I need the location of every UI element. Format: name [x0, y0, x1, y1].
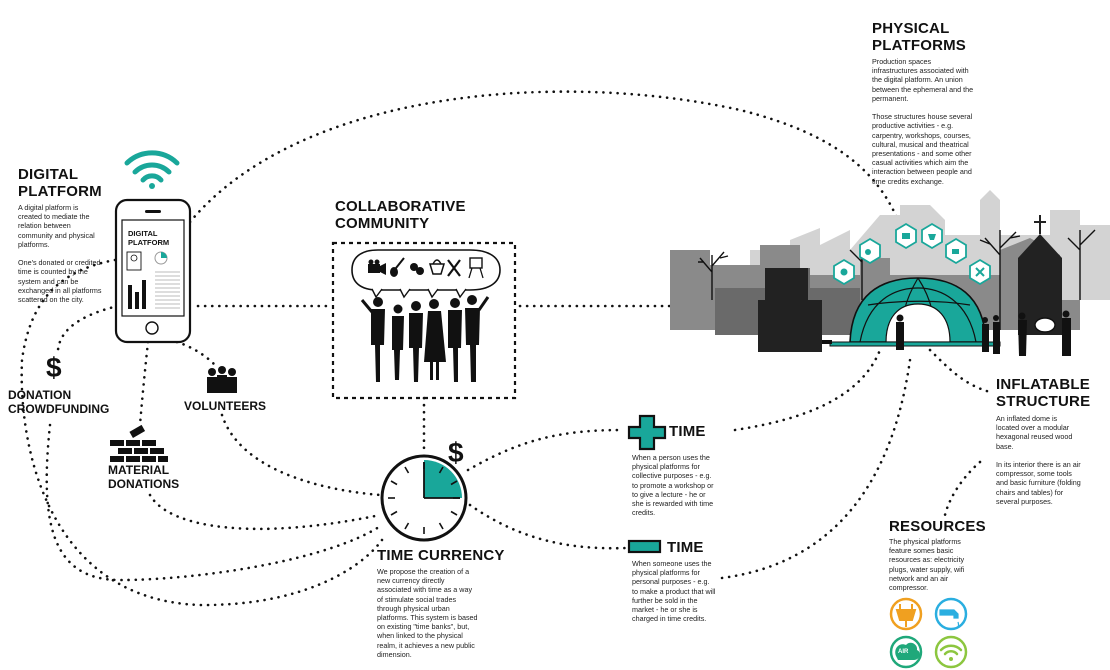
- collaborative-community-title: COLLABORATIVE COMMUNITY: [335, 198, 466, 232]
- profile-icon: [130, 254, 138, 262]
- hexagon-icon-glyphs: [840, 233, 985, 277]
- phone-speaker: [145, 210, 161, 213]
- connector-time-plus-to-dome: [733, 348, 882, 432]
- connector-clock-to-time-plus: [466, 428, 624, 472]
- inflatable-structure-title: INFLATABLE STRUCTURE: [996, 376, 1091, 410]
- wifi-arc-outer: [124, 150, 180, 166]
- phone-screen-title: DIGITAL PLATFORM: [128, 229, 170, 247]
- phone-illustration: [114, 150, 192, 344]
- connector-inflatable-to-resources: [943, 460, 982, 517]
- time-currency-title: TIME CURRENCY: [377, 547, 505, 564]
- time-minus-description: When someone uses the physical platforms…: [632, 559, 716, 624]
- theater-masks-icon: [410, 263, 424, 275]
- camera-icon: [368, 259, 386, 275]
- connector-donation-to-clock: [45, 423, 384, 582]
- phone-home-button: [145, 321, 159, 335]
- clock-teal-quadrant: [424, 460, 462, 498]
- easel-icon: [468, 257, 484, 279]
- connector-phone-to-material: [138, 340, 150, 427]
- physical-platforms-description: Production spaces infrastructures associ…: [872, 57, 974, 186]
- wifi-arc-middle: [132, 162, 172, 175]
- phone-profile-frame: [126, 251, 142, 271]
- digital-platform-title: DIGITAL PLATFORM: [18, 166, 102, 200]
- electricity-plug-icon: [889, 597, 923, 631]
- resources-title: RESOURCES: [889, 518, 986, 535]
- air-compressor-icon: [889, 635, 923, 669]
- connector-dome-to-inflatable: [928, 348, 992, 394]
- inflatable-dome: [829, 277, 1001, 347]
- time-currency-clock: [380, 454, 468, 542]
- connector-time-minus-to-dome: [720, 358, 912, 580]
- donation-dollar-icon: $: [46, 352, 62, 383]
- physical-platforms-title: PHYSICAL PLATFORMS: [872, 20, 967, 54]
- phone-bar-chart: [128, 280, 146, 309]
- resources-icons: [889, 597, 968, 669]
- volunteers-icon: [207, 366, 237, 393]
- connector-phone-to-donation: [56, 304, 120, 352]
- connector-outer-left-loop: [20, 258, 384, 607]
- inflatable-structure-description: An inflated dome is located over a modul…: [996, 414, 1081, 506]
- donation-crowdfunding-label: DONATION CROWDFUNDING: [8, 388, 110, 416]
- clock-dollar-sign: $: [448, 437, 464, 468]
- community-dashed-frame: [331, 241, 517, 400]
- connector-phone-to-dome-arc: [188, 90, 902, 227]
- basket-icon: [428, 259, 446, 275]
- church-building: [1018, 234, 1062, 335]
- air-icon-label: AIR: [898, 649, 909, 655]
- time-minus-icon: [627, 539, 662, 554]
- dome-people: [822, 310, 1071, 356]
- material-donations-label: MATERIAL DONATIONS: [108, 463, 180, 491]
- time-plus-description: When a person uses the physical platform…: [632, 453, 714, 518]
- connector-phone-to-volunteers: [168, 338, 217, 367]
- guitar-icon: [390, 257, 405, 277]
- hexagon-activity-icons: [833, 222, 991, 286]
- connector-clock-to-time-minus: [468, 503, 628, 550]
- digital-platform-description: A digital platform is created to mediate…: [18, 203, 102, 305]
- phone-text-lines: [155, 271, 180, 309]
- connector-volunteers-to-clock: [220, 413, 382, 497]
- wifi-resource-icon: [934, 635, 968, 669]
- phone-pie-slice: [161, 252, 167, 258]
- wifi-dot: [149, 183, 155, 189]
- time-currency-description: We propose the creation of a new currenc…: [377, 567, 478, 659]
- speech-bubble: [351, 249, 501, 299]
- connector-material-to-clock: [148, 493, 382, 531]
- water-supply-icon: [934, 597, 968, 631]
- resources-description: The physical platforms feature somes bas…: [889, 537, 965, 593]
- tools-icon: [447, 259, 461, 277]
- time-minus-title: TIME: [667, 539, 704, 556]
- volunteers-label: VOLUNTEERS: [184, 399, 267, 413]
- time-plus-icon: [627, 414, 667, 451]
- bricks-icon: [110, 424, 168, 462]
- community-people-silhouettes: [360, 295, 490, 382]
- time-plus-title: TIME: [669, 423, 706, 440]
- wifi-arc-inner: [140, 173, 164, 183]
